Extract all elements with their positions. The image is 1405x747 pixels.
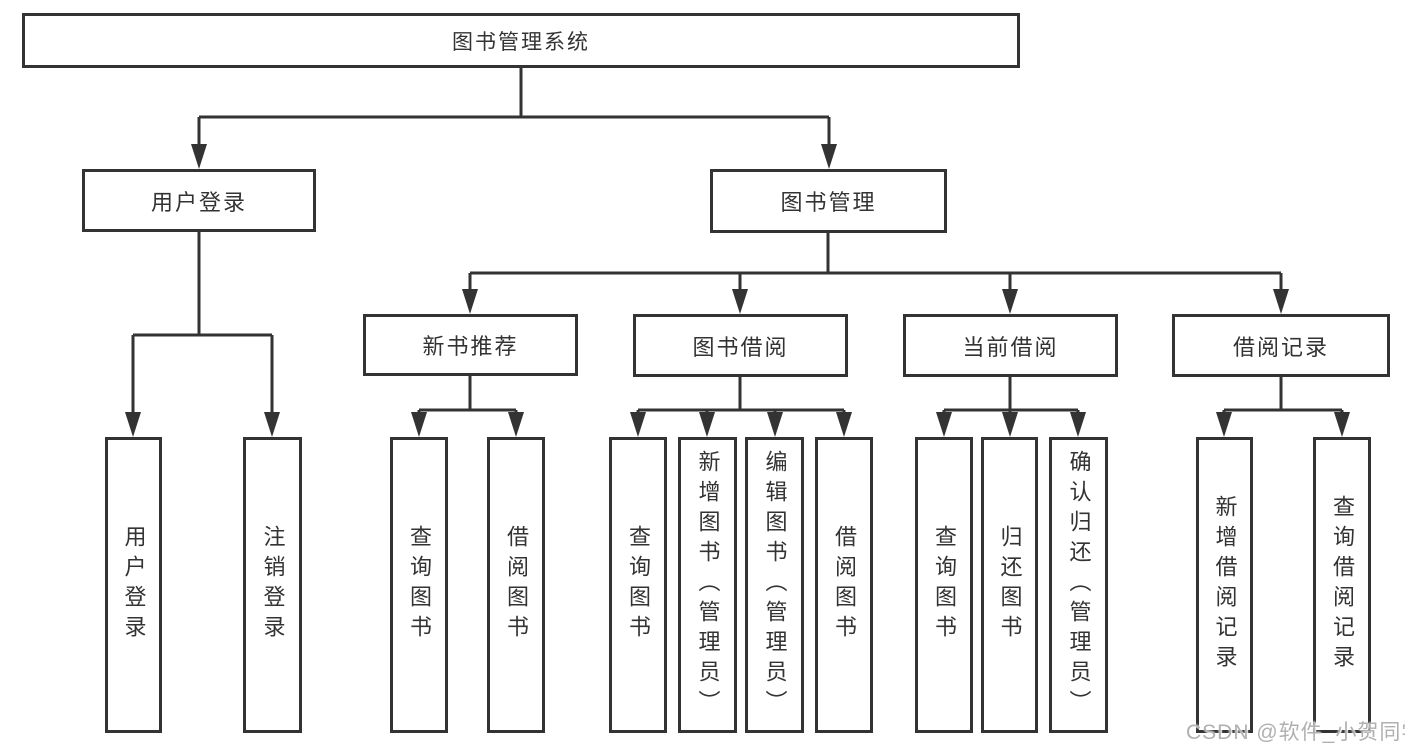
node-library-management-system: 图书管理系统	[22, 13, 1020, 68]
leaf-query-borrow-record: 查询借阅记录	[1313, 437, 1371, 733]
leaf-label: 归还图书	[997, 525, 1023, 645]
node-new-book-recommendation: 新书推荐	[363, 314, 578, 376]
leaf-label: 确认归还（管理员）	[1066, 450, 1092, 720]
leaf-label: 新增借阅记录	[1212, 495, 1238, 675]
leaf-logout: 注销登录	[243, 437, 302, 733]
node-borrowing-records: 借阅记录	[1172, 314, 1390, 377]
csdn-watermark: CSDN @软件_小贺同学	[1186, 721, 1405, 744]
leaf-borrow-books: 借阅图书	[815, 437, 873, 733]
leaf-label: 借阅图书	[504, 525, 529, 645]
node-label: 用户登录	[150, 189, 247, 215]
leaf-label: 用户登录	[121, 525, 147, 645]
node-label: 新书推荐	[422, 334, 519, 359]
leaf-label: 新增图书（管理员）	[695, 450, 721, 720]
leaf-query-books-current: 查询图书	[915, 437, 973, 733]
node-book-management: 图书管理	[710, 169, 947, 233]
leaf-label: 查询图书	[932, 525, 957, 645]
leaf-user-login: 用户登录	[105, 437, 162, 733]
node-label: 当前借阅	[962, 334, 1059, 360]
leaf-confirm-return-admin: 确认归还（管理员）	[1049, 437, 1108, 733]
leaf-label: 查询借阅记录	[1330, 495, 1355, 675]
leaf-label: 借阅图书	[832, 525, 857, 645]
connector-paths	[131, 68, 1344, 416]
leaf-query-books-recommend: 查询图书	[390, 437, 448, 733]
node-label: 图书借阅	[692, 334, 789, 360]
leaf-query-books-borrowing: 查询图书	[609, 437, 667, 733]
leaf-edit-book-admin: 编辑图书（管理员）	[745, 437, 804, 733]
leaf-label: 查询图书	[626, 525, 651, 645]
node-label: 借阅记录	[1232, 334, 1329, 360]
leaf-label: 注销登录	[260, 525, 286, 645]
leaf-label: 查询图书	[407, 525, 432, 645]
leaf-add-book-admin: 新增图书（管理员）	[678, 437, 737, 733]
leaf-borrow-books-recommend: 借阅图书	[487, 437, 545, 733]
leaf-return-books: 归还图书	[981, 437, 1038, 733]
node-label: 图书管理	[780, 190, 877, 215]
leaf-label: 编辑图书（管理员）	[762, 450, 788, 720]
node-book-borrowing: 图书借阅	[633, 314, 848, 377]
leaf-add-borrow-record: 新增借阅记录	[1196, 437, 1253, 733]
node-label: 图书管理系统	[452, 30, 590, 54]
arrowheads	[125, 144, 1350, 437]
node-current-borrowing: 当前借阅	[903, 314, 1118, 377]
node-user-login: 用户登录	[82, 169, 316, 232]
